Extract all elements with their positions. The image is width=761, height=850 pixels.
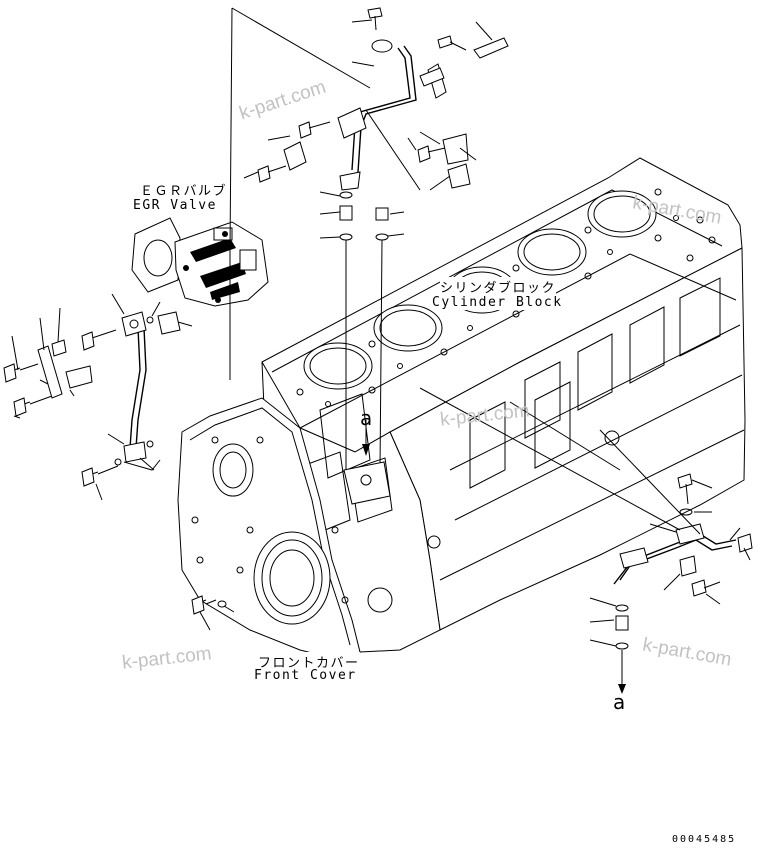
fittings-column [229, 191, 405, 471]
front-cover-label-jp: フロントカバー [258, 652, 360, 671]
egr-valve-label-jp: ＥＧＲバルブ [140, 184, 228, 199]
reference-marker-top: a [360, 406, 373, 430]
front-cover [177, 397, 361, 661]
cylinder-block-label-jp: シリンダブロック [440, 277, 557, 296]
part-number: 00045485 [672, 834, 737, 845]
front-cover-label-en: Front Cover [254, 668, 357, 683]
right-lower-pipe [419, 387, 753, 694]
egr-valve [131, 217, 269, 307]
egr-valve-label-en: EGR Valve [133, 198, 217, 213]
left-pipe-assembly [3, 293, 235, 631]
bolt-set-upper [257, 7, 467, 183]
reference-marker-bottom: a [613, 690, 626, 714]
cylinder-block-label-en: Cylinder Block [432, 295, 563, 310]
upper-pipe-assembly [229, 7, 509, 251]
center-connector [343, 420, 391, 505]
